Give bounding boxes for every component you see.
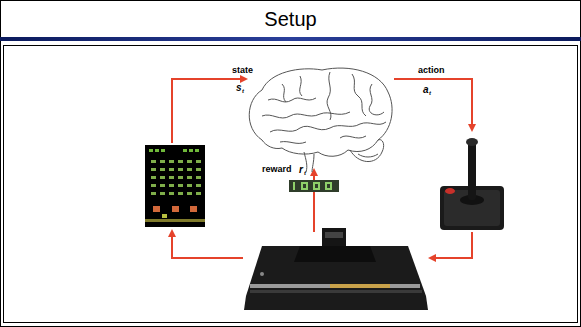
- symbol-letter: s: [236, 83, 242, 93]
- symbol-subscript: t: [429, 90, 431, 96]
- content-frame: [4, 46, 578, 323]
- state-arrow: [172, 79, 246, 143]
- action-arrow: [394, 79, 472, 130]
- label-word: reward: [262, 165, 292, 174]
- label-word: action: [418, 66, 445, 75]
- observe-arrow: [172, 231, 243, 258]
- header-bar: [0, 37, 581, 41]
- game-screen: [145, 145, 205, 227]
- symbol-letter: a: [423, 85, 429, 95]
- symbol-subscript: t: [304, 170, 306, 176]
- feedback-arrow: [430, 232, 472, 258]
- reward-display: [289, 180, 339, 192]
- game-console: [244, 228, 428, 310]
- label-word: state: [232, 66, 253, 75]
- reward-arrow: [313, 170, 315, 232]
- joystick: [440, 138, 504, 230]
- brain-drawing: [249, 68, 392, 172]
- symbol-letter: r: [299, 165, 303, 175]
- slide-title: Setup: [0, 8, 581, 30]
- symbol-subscript: t: [242, 88, 244, 94]
